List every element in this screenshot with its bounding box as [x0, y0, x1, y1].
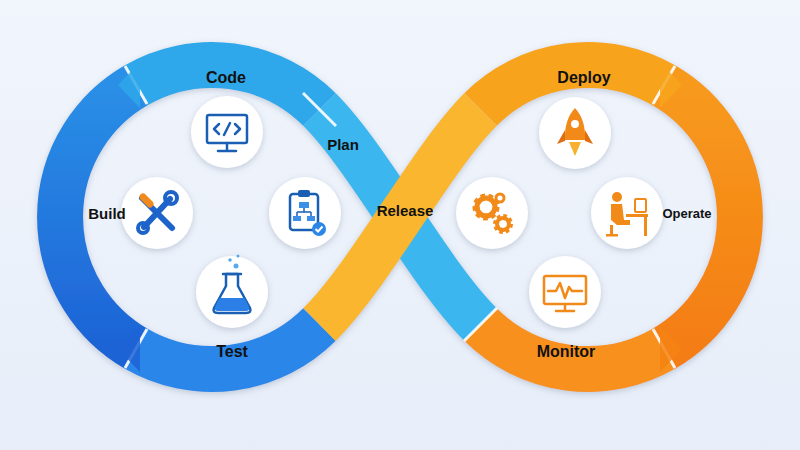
phase-band: Test: [192, 339, 272, 365]
test-icon: [214, 255, 251, 314]
gap-line: [464, 308, 497, 341]
icon-circles: [121, 96, 663, 328]
icon-circle: [191, 96, 263, 168]
icon-circle: [121, 177, 193, 249]
wrench-head: [165, 192, 177, 204]
monitor-base: [218, 150, 236, 153]
rocket-flame: [569, 142, 581, 156]
rocket-fin: [557, 130, 565, 144]
rocket-window: [571, 120, 579, 128]
test-band: [136, 325, 320, 369]
bubble: [234, 264, 239, 269]
chart-box: [307, 216, 315, 221]
phase-band: Code: [181, 65, 271, 91]
icon-circle: [196, 256, 268, 328]
plan-icon: [290, 190, 326, 236]
arrowhead: [660, 326, 682, 372]
chart-box: [299, 202, 309, 208]
monitor-stand: [564, 304, 567, 310]
heartbeat-line: [548, 283, 582, 298]
build-band: [60, 85, 136, 348]
phase-band: Build: [67, 200, 147, 226]
monitor-shape: [207, 115, 247, 143]
check-mark: [316, 227, 323, 232]
phase-label: Code: [206, 69, 246, 87]
chart-line: [297, 208, 311, 216]
rocket-body: [565, 108, 585, 140]
desk-top: [626, 214, 648, 217]
check-badge: [312, 222, 326, 236]
flask: [214, 274, 251, 313]
chart-box: [293, 216, 301, 221]
code-slash: [224, 123, 230, 135]
phase-band: Plan: [303, 131, 383, 157]
monitor-band: [481, 325, 665, 369]
icon-circle: [539, 97, 611, 169]
flask-rim: [223, 273, 241, 276]
phase-band: Release: [360, 197, 450, 223]
chair-base: [606, 234, 618, 237]
segment-gaps: [125, 66, 675, 368]
screen: [635, 199, 646, 212]
code-icon: [207, 115, 247, 151]
phase-label: Operate: [662, 206, 711, 221]
gear-teeth: [476, 197, 496, 217]
code-bracket: [235, 124, 240, 134]
monitor-base: [556, 310, 574, 313]
arrowhead: [118, 62, 140, 108]
deploy-icon: [557, 108, 593, 156]
gear: [477, 198, 495, 216]
build-icon: [138, 192, 177, 233]
flow-arrowheads: [118, 62, 682, 372]
icon-circle: [529, 256, 601, 328]
monitor-icon: [544, 276, 586, 311]
phase-label: Plan: [327, 136, 359, 153]
loop-bands: [60, 65, 740, 369]
phase-label: Release: [377, 202, 434, 219]
clipboard-clip: [298, 190, 310, 197]
icon-circle: [456, 177, 528, 249]
phase-label: Test: [216, 343, 248, 361]
person-head: [612, 192, 622, 202]
arrowhead: [660, 62, 682, 108]
phase-label: Deploy: [557, 69, 610, 87]
bubble: [228, 258, 232, 262]
icon-circle: [269, 177, 341, 249]
monitor-stand: [226, 143, 229, 150]
screwdriver-handle: [143, 197, 150, 204]
phase-band: Deploy: [539, 65, 629, 91]
phase-label: Monitor: [537, 343, 596, 361]
rocket-fin: [585, 130, 593, 144]
phase-band: Operate: [647, 200, 727, 226]
operate-icon: [606, 192, 648, 237]
bubble: [237, 255, 240, 258]
desk-leg: [644, 217, 647, 236]
wrench-head: [138, 223, 148, 233]
gear: [496, 194, 504, 202]
code-bracket: [214, 124, 219, 134]
gap-line: [303, 93, 336, 126]
phase-band: Monitor: [516, 339, 616, 365]
gear: [497, 218, 509, 230]
icon-circle: [591, 177, 663, 249]
gear-teeth: [496, 217, 510, 231]
monitor-shape: [544, 276, 586, 304]
flask-liquid: [215, 298, 249, 311]
release-icon: [476, 194, 510, 231]
phase-label: Build: [88, 205, 126, 222]
arrowhead: [118, 326, 140, 372]
